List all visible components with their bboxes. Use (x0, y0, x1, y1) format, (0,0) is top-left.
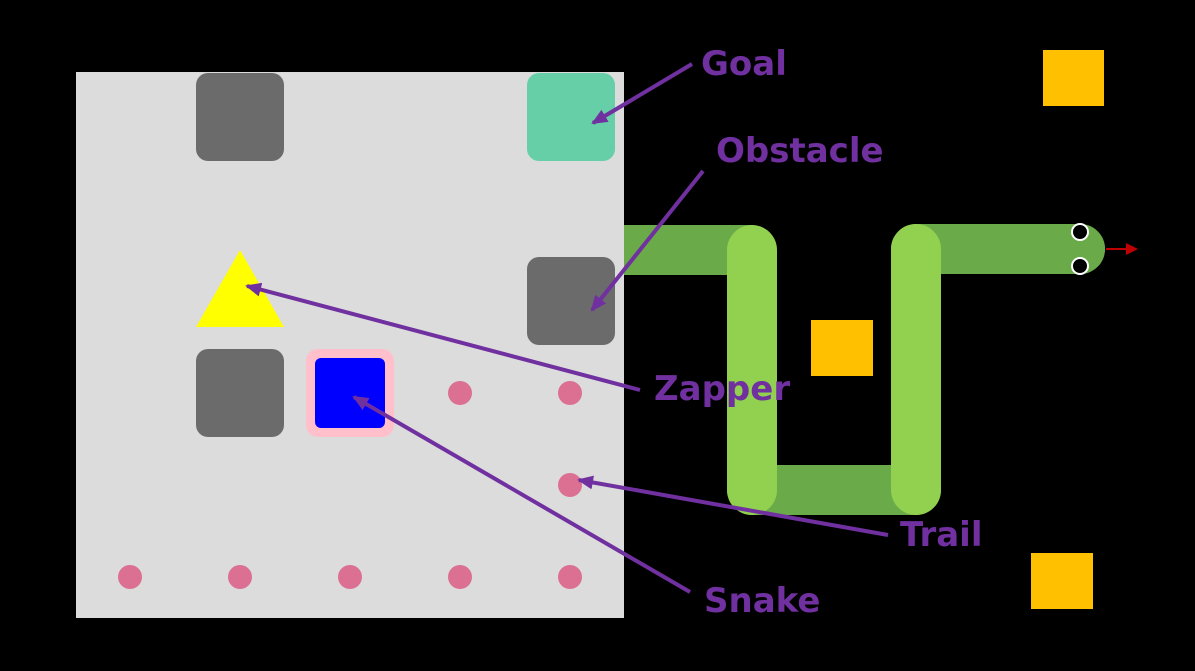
trail-dot-icon (118, 565, 142, 589)
trail-dot-icon (558, 565, 582, 589)
obstacle-icon (196, 349, 284, 437)
direction-arrow-icon (1126, 243, 1138, 255)
trail-label: Trail (900, 515, 983, 555)
game-board (76, 72, 624, 618)
trail-dot-icon (228, 565, 252, 589)
goal-callout-arrow (591, 62, 694, 125)
trail-dot-icon (558, 381, 582, 405)
snake-eye-icon (1071, 223, 1089, 241)
food-icon (811, 320, 873, 376)
goal-label: Goal (701, 44, 787, 84)
zapper-label: Zapper (654, 369, 791, 409)
food-icon (1031, 553, 1093, 609)
snake-icon (315, 358, 385, 428)
obstacle-callout-arrow (590, 169, 705, 312)
snake-eye-icon (1071, 257, 1089, 275)
snake-head (1055, 224, 1105, 274)
obstacle-icon (196, 73, 284, 161)
zapper-icon (196, 250, 284, 327)
trail-dot-icon (448, 381, 472, 405)
snake-label: Snake (704, 581, 821, 621)
trail-dot-icon (338, 565, 362, 589)
trail-dot-icon (448, 565, 472, 589)
zapper-callout-arrow (245, 282, 641, 392)
obstacle-label: Obstacle (716, 131, 884, 171)
food-icon (1043, 50, 1104, 106)
snake-callout-arrow (352, 395, 692, 594)
trail-callout-arrow (577, 475, 889, 537)
